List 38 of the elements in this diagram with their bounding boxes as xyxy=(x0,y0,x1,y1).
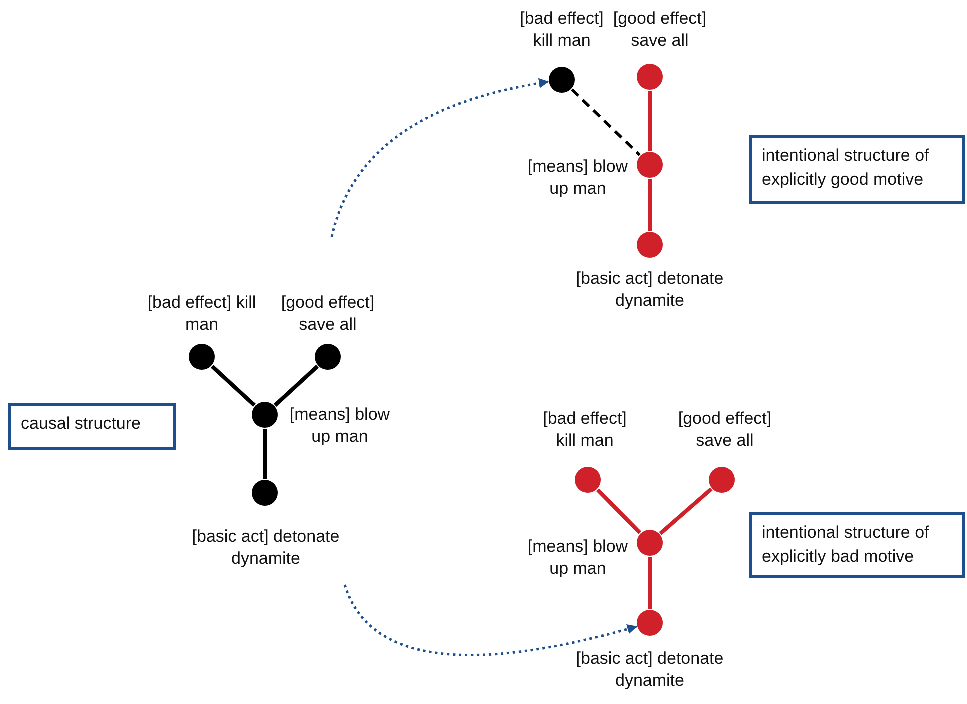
connector-line xyxy=(263,429,267,479)
node-caption: [bad effect] kill man xyxy=(147,292,257,336)
label-box: intentional structure of explicitly bad motive xyxy=(749,512,965,578)
connector-line xyxy=(648,91,652,151)
node-caption: [basic act] detonate dynamite xyxy=(575,268,725,312)
connector-line xyxy=(210,365,256,407)
circle-node xyxy=(252,402,278,428)
arrow xyxy=(330,78,550,238)
connector-line xyxy=(571,88,641,156)
node-caption: [basic act] detonate dynamite xyxy=(575,648,725,692)
node-caption: [bad effect] kill man xyxy=(542,408,628,452)
circle-node xyxy=(189,344,215,370)
label-box: intentional structure of explicitly good motive xyxy=(749,135,965,204)
circle-node xyxy=(575,467,601,493)
arrow xyxy=(344,584,638,656)
node-caption: [means] blow up man xyxy=(526,536,630,580)
circle-node xyxy=(637,530,663,556)
connector-line xyxy=(648,557,652,609)
node-caption: [means] blow up man xyxy=(288,404,392,448)
circle-node xyxy=(637,64,663,90)
node-caption: [basic act] detonate dynamite xyxy=(191,526,341,570)
circle-node xyxy=(549,67,575,93)
label-box: causal structure xyxy=(8,403,176,450)
node-caption: [good effect] save all xyxy=(677,408,773,452)
node-caption: [means] blow up man xyxy=(526,156,630,200)
connector-line xyxy=(648,179,652,231)
connector-line xyxy=(596,488,642,534)
circle-node xyxy=(709,467,735,493)
node-caption: [bad effect] kill man xyxy=(519,8,605,52)
node-caption: [good effect] save all xyxy=(612,8,708,52)
node-caption: [good effect] save all xyxy=(280,292,376,336)
circle-node xyxy=(315,344,341,370)
connector-line xyxy=(659,488,713,536)
circle-node xyxy=(637,152,663,178)
connector-line xyxy=(274,365,320,407)
circle-node xyxy=(637,232,663,258)
circle-node xyxy=(637,610,663,636)
circle-node xyxy=(252,480,278,506)
